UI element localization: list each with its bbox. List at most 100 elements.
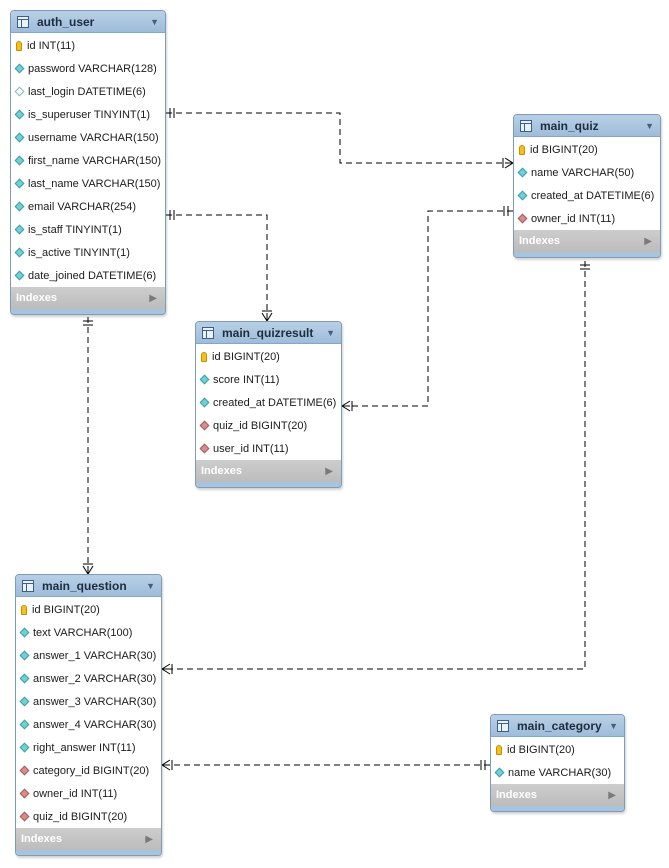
column-row[interactable]: quiz_id BIGINT(20) xyxy=(196,414,341,437)
column-label: quiz_id BIGINT(20) xyxy=(33,810,128,823)
column-row[interactable]: owner_id INT(11) xyxy=(16,782,161,805)
column-row[interactable]: is_superuser TINYINT(1) xyxy=(11,103,165,126)
crows-foot-marker xyxy=(161,663,171,670)
indexes-section[interactable]: Indexes ▶ xyxy=(491,784,624,806)
column-row[interactable]: date_joined DATETIME(6) xyxy=(11,264,165,287)
indexes-section[interactable]: Indexes ▶ xyxy=(16,828,161,850)
column-icon xyxy=(19,650,30,661)
relationship-quizresult-user xyxy=(166,214,268,321)
collapse-arrow-icon[interactable]: ▼ xyxy=(146,580,155,591)
table-icon xyxy=(22,579,34,592)
column-icon xyxy=(14,201,25,212)
column-label: is_active TINYINT(1) xyxy=(28,246,130,259)
foreign-key-icon xyxy=(19,788,30,799)
column-row[interactable]: id INT(11) xyxy=(11,34,165,57)
indexes-section[interactable]: Indexes ▶ xyxy=(514,230,660,252)
column-row[interactable]: id BIGINT(20) xyxy=(16,598,161,621)
column-row[interactable]: last_name VARCHAR(150) xyxy=(11,172,165,195)
column-row[interactable]: created_at DATETIME(6) xyxy=(514,184,660,207)
column-list: id INT(11) password VARCHAR(128) last_logi… xyxy=(11,33,165,287)
column-label: created_at DATETIME(6) xyxy=(531,189,655,202)
collapse-arrow-icon[interactable]: ▼ xyxy=(645,120,654,131)
indexes-section[interactable]: Indexes ▶ xyxy=(11,287,165,309)
table-main-quizresult[interactable]: main_quizresult ▼ id BIGINT(20)score INT… xyxy=(195,321,342,488)
column-row[interactable]: score INT(11) xyxy=(196,368,341,391)
column-label: last_name VARCHAR(150) xyxy=(28,177,161,190)
column-row[interactable]: is_staff TINYINT(1) xyxy=(11,218,165,241)
column-row[interactable]: first_name VARCHAR(150) xyxy=(11,149,165,172)
column-label: email VARCHAR(254) xyxy=(28,200,136,213)
table-header[interactable]: main_category ▼ xyxy=(491,715,624,737)
column-row[interactable]: right_answer INT(11) xyxy=(16,736,161,759)
column-row[interactable]: text VARCHAR(100) xyxy=(16,621,161,644)
column-icon xyxy=(517,190,528,201)
expand-arrow-icon[interactable]: ▶ xyxy=(145,833,153,845)
column-row[interactable]: created_at DATETIME(6) xyxy=(196,391,341,414)
crows-foot-marker xyxy=(261,312,268,322)
column-label: name VARCHAR(50) xyxy=(531,166,635,179)
column-label: id INT(11) xyxy=(27,39,76,52)
column-label: password VARCHAR(128) xyxy=(28,62,157,75)
column-label: is_staff TINYINT(1) xyxy=(28,223,122,236)
crows-foot-marker xyxy=(266,312,273,322)
primary-key-icon xyxy=(16,40,22,51)
table-header[interactable]: main_question ▼ xyxy=(16,575,161,597)
expand-arrow-icon[interactable]: ▶ xyxy=(325,465,333,477)
expand-arrow-icon[interactable]: ▶ xyxy=(149,292,157,304)
table-header[interactable]: auth_user ▼ xyxy=(11,11,165,33)
column-row[interactable]: password VARCHAR(128) xyxy=(11,57,165,80)
table-header[interactable]: main_quizresult ▼ xyxy=(196,322,341,344)
column-row[interactable]: id BIGINT(20) xyxy=(491,738,624,761)
column-label: user_id INT(11) xyxy=(213,442,289,455)
indexes-label: Indexes xyxy=(21,833,62,845)
crows-foot-marker xyxy=(341,400,351,407)
column-row[interactable]: answer_3 VARCHAR(30) xyxy=(16,690,161,713)
column-icon xyxy=(199,397,210,408)
relationship-question-quiz xyxy=(162,261,586,670)
collapse-arrow-icon[interactable]: ▼ xyxy=(150,16,159,27)
collapse-arrow-icon[interactable]: ▼ xyxy=(609,720,618,731)
table-main-question[interactable]: main_question ▼ id BIGINT(20)text VARCHA… xyxy=(15,574,162,856)
column-icon xyxy=(14,63,25,74)
column-label: username VARCHAR(150) xyxy=(28,131,159,144)
column-row[interactable]: user_id INT(11) xyxy=(196,437,341,460)
column-icon xyxy=(14,270,25,281)
column-icon xyxy=(199,374,210,385)
expand-arrow-icon[interactable]: ▶ xyxy=(608,789,616,801)
column-list: id BIGINT(20)text VARCHAR(100)answer_1 V… xyxy=(16,597,161,828)
column-row[interactable]: answer_2 VARCHAR(30) xyxy=(16,667,161,690)
table-header[interactable]: main_quiz ▼ xyxy=(514,115,660,137)
column-row[interactable]: last_login DATETIME(6) xyxy=(11,80,165,103)
column-row[interactable]: category_id BIGINT(20) xyxy=(16,759,161,782)
table-main-quiz[interactable]: main_quiz ▼ id BIGINT(20) name VARCHAR(50… xyxy=(513,114,661,258)
column-row[interactable]: owner_id INT(11) xyxy=(514,207,660,230)
column-icon xyxy=(19,696,30,707)
column-row[interactable]: answer_1 VARCHAR(30) xyxy=(16,644,161,667)
column-row[interactable]: is_active TINYINT(1) xyxy=(11,241,165,264)
column-label: answer_4 VARCHAR(30) xyxy=(33,718,157,731)
column-row[interactable]: id BIGINT(20) xyxy=(196,345,341,368)
table-icon xyxy=(202,326,214,339)
column-row[interactable]: name VARCHAR(30) xyxy=(491,761,624,784)
column-icon xyxy=(14,155,25,166)
nullable-column-icon xyxy=(14,86,25,97)
column-row[interactable]: username VARCHAR(150) xyxy=(11,126,165,149)
collapse-arrow-icon[interactable]: ▼ xyxy=(326,327,335,338)
column-row[interactable]: id BIGINT(20) xyxy=(514,138,660,161)
column-icon xyxy=(19,719,30,730)
column-label: category_id BIGINT(20) xyxy=(33,764,150,777)
column-icon xyxy=(19,627,30,638)
indexes-label: Indexes xyxy=(519,235,560,247)
column-row[interactable]: email VARCHAR(254) xyxy=(11,195,165,218)
crows-foot-marker xyxy=(161,759,171,766)
table-main-category[interactable]: main_category ▼ id BIGINT(20) name VARCHA… xyxy=(490,714,625,812)
column-list: id BIGINT(20) name VARCHAR(50) created_at … xyxy=(514,137,660,230)
table-auth-user[interactable]: auth_user ▼ id INT(11) password VARCHAR(1… xyxy=(10,10,166,315)
column-row[interactable]: quiz_id BIGINT(20) xyxy=(16,805,161,828)
column-label: id BIGINT(20) xyxy=(507,743,575,756)
column-row[interactable]: answer_4 VARCHAR(30) xyxy=(16,713,161,736)
indexes-section[interactable]: Indexes ▶ xyxy=(196,460,341,482)
column-label: id BIGINT(20) xyxy=(530,143,598,156)
column-row[interactable]: name VARCHAR(50) xyxy=(514,161,660,184)
expand-arrow-icon[interactable]: ▶ xyxy=(644,235,652,247)
